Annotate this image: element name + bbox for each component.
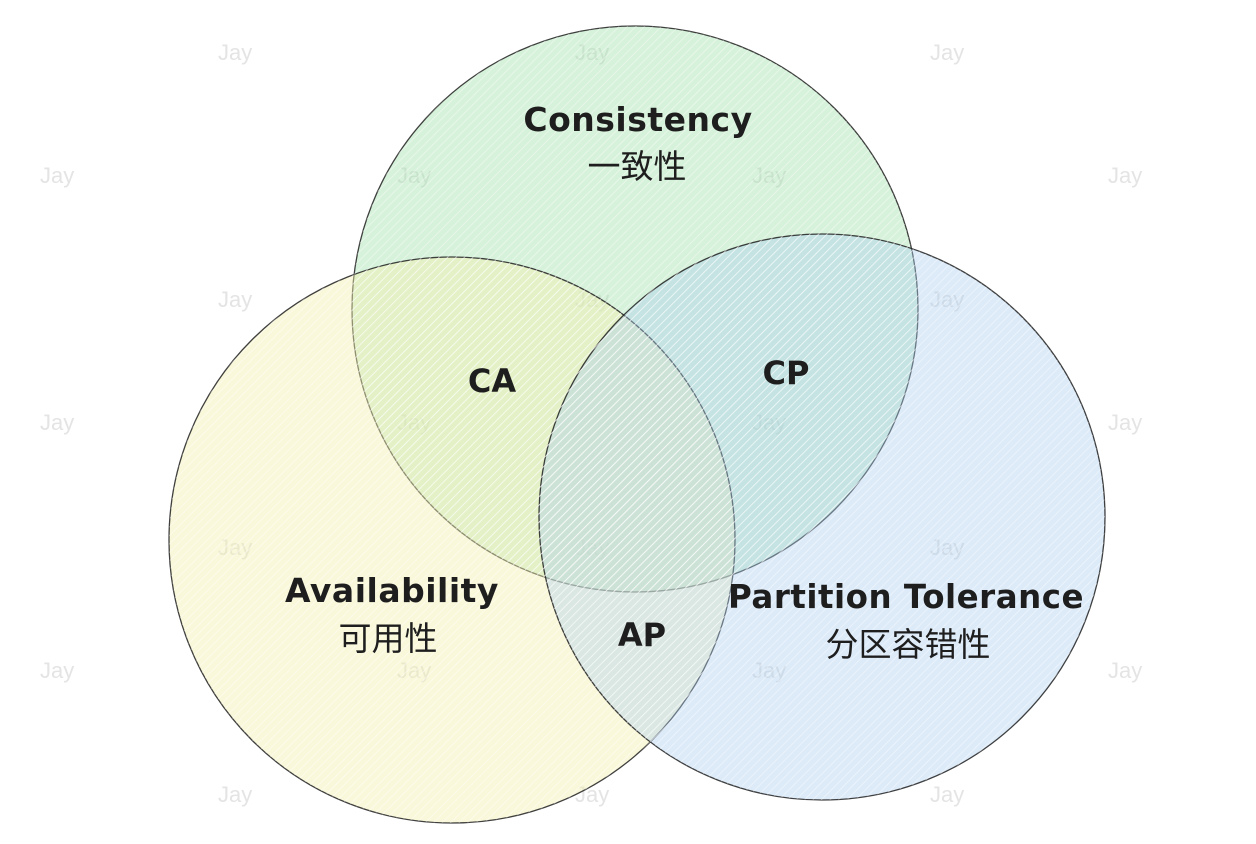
ap-label: AP — [618, 616, 666, 654]
venn-circles — [168, 25, 1106, 824]
partition-tolerance-subtitle: 分区容错性 — [826, 625, 991, 664]
watermark: Jay — [1108, 658, 1142, 683]
consistency-subtitle: 一致性 — [588, 147, 687, 186]
watermark: Jay — [1108, 410, 1142, 435]
cp-label: CP — [763, 354, 810, 392]
watermark: Jay — [40, 658, 74, 683]
watermark: Jay — [40, 410, 74, 435]
watermark: Jay — [1108, 163, 1142, 188]
ca-label: CA — [468, 362, 516, 400]
availability-title: Availability — [285, 571, 499, 610]
watermark: Jay — [218, 287, 252, 312]
watermark: Jay — [218, 782, 252, 807]
availability-subtitle: 可用性 — [339, 619, 438, 658]
consistency-title: Consistency — [523, 100, 752, 139]
intersection-labels: CA CP AP — [468, 354, 810, 654]
partition-tolerance-hatch — [539, 234, 1105, 800]
watermark: Jay — [218, 40, 252, 65]
partition-tolerance-title: Partition Tolerance — [728, 577, 1084, 616]
watermark: Jay — [40, 163, 74, 188]
watermark: Jay — [930, 40, 964, 65]
set-labels: Consistency 一致性 Availability 可用性 Partiti… — [285, 100, 1084, 664]
watermark: Jay — [930, 782, 964, 807]
